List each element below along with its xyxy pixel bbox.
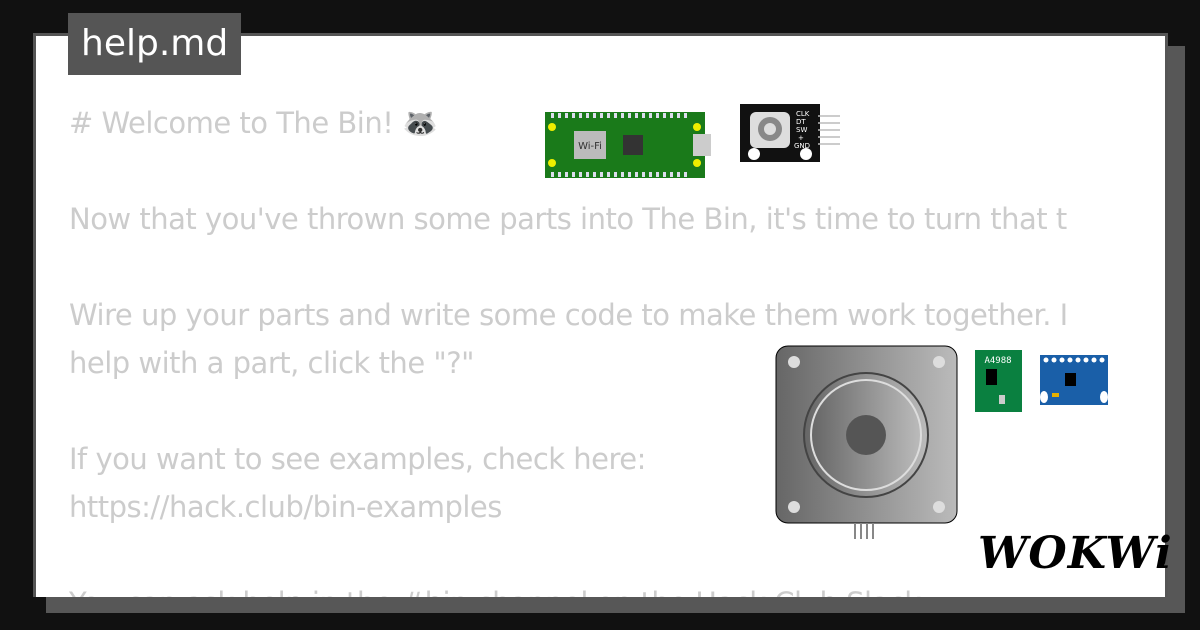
chip — [623, 135, 643, 155]
pin — [1051, 357, 1057, 363]
pin — [670, 113, 673, 118]
svg-text:DT: DT — [796, 118, 806, 126]
svg-text:+: + — [798, 134, 804, 142]
pin — [656, 113, 659, 118]
pin — [551, 172, 554, 177]
pin — [565, 172, 568, 177]
doc-link[interactable]: https://hack.club/bin-examples — [69, 490, 502, 524]
doc-line: Wire up your parts and write some code t… — [69, 298, 1068, 332]
pin — [621, 172, 624, 177]
wifi-label: Wi-Fi — [578, 141, 602, 152]
pin — [586, 113, 589, 118]
wokwi-logo: WOKWi — [978, 528, 1173, 579]
pin — [1091, 357, 1097, 363]
pin — [1067, 357, 1073, 363]
file-tab[interactable]: help.md — [68, 13, 242, 75]
rotary-encoder[interactable]: CLK DT SW + GND — [740, 104, 840, 164]
pin — [642, 172, 645, 177]
pin — [670, 172, 673, 177]
doc-line: If you want to see examples, check here: — [69, 442, 646, 476]
pin — [572, 113, 575, 118]
usb-connector — [693, 134, 711, 156]
pin — [1075, 357, 1081, 363]
pin — [628, 172, 631, 177]
pin — [663, 172, 666, 177]
pin — [614, 113, 617, 118]
svg-text:SW: SW — [796, 126, 807, 134]
pin — [1099, 357, 1105, 363]
svg-text:CLK: CLK — [796, 110, 810, 118]
pin — [635, 113, 638, 118]
pin — [684, 172, 687, 177]
pin — [600, 113, 603, 118]
pin — [551, 113, 554, 118]
pin — [677, 172, 680, 177]
pin — [649, 172, 652, 177]
pin — [642, 113, 645, 118]
pin — [614, 172, 617, 177]
doc-line: You can ask help in the #bin channel on … — [69, 586, 921, 597]
pin — [586, 172, 589, 177]
doc-line: Now that you've thrown some parts into T… — [69, 202, 1067, 236]
pin — [656, 172, 659, 177]
doc-line: help with a part, click the "?" — [69, 346, 474, 380]
mpu6050-sensor[interactable] — [1040, 355, 1108, 405]
pin — [607, 172, 610, 177]
pin — [635, 172, 638, 177]
pin — [579, 172, 582, 177]
pin — [1083, 357, 1089, 363]
pico-w-board[interactable]: Wi-Fi — [545, 112, 711, 178]
pin — [593, 172, 596, 177]
pin — [663, 113, 666, 118]
pin — [684, 113, 687, 118]
pin — [572, 172, 575, 177]
pin — [593, 113, 596, 118]
pin — [1059, 357, 1065, 363]
doc-heading: # Welcome to The Bin! 🦝 — [69, 106, 438, 140]
pin — [1043, 357, 1049, 363]
svg-text:A4988: A4988 — [984, 356, 1011, 366]
pin — [558, 113, 561, 118]
pin — [600, 172, 603, 177]
pin — [558, 172, 561, 177]
pin — [677, 113, 680, 118]
a4988-driver[interactable]: A4988 — [975, 350, 1022, 412]
pin — [649, 113, 652, 118]
pin — [621, 113, 624, 118]
svg-text:GND: GND — [794, 142, 810, 150]
pin — [628, 113, 631, 118]
pin — [565, 113, 568, 118]
stepper-motor[interactable] — [775, 345, 959, 541]
pin — [579, 113, 582, 118]
pin — [607, 113, 610, 118]
